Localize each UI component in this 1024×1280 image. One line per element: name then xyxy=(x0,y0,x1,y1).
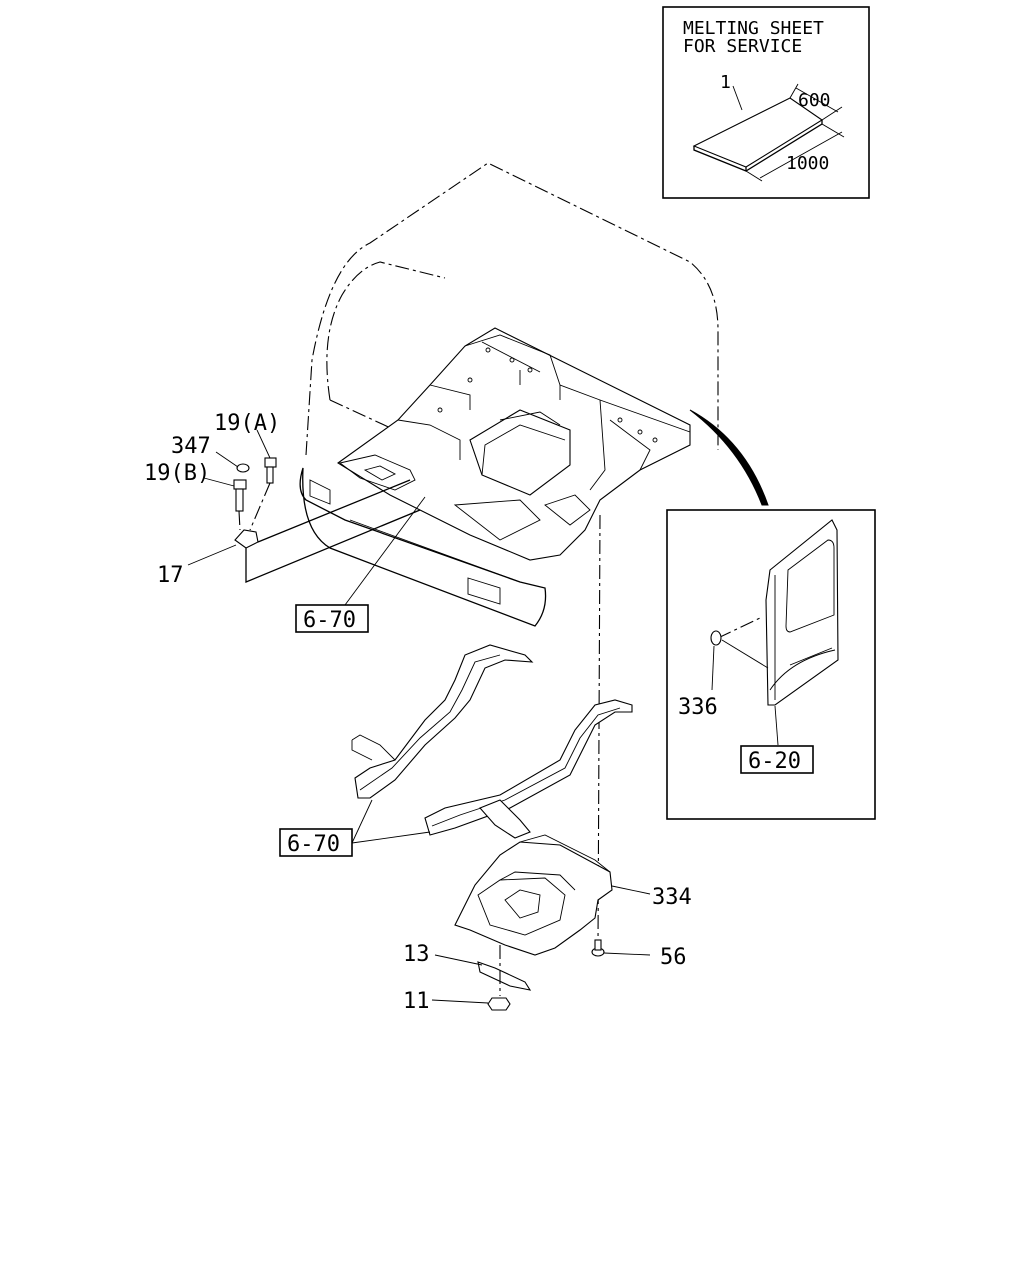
rivet-56 xyxy=(591,939,651,957)
nut-11 xyxy=(431,997,511,1011)
reference-6-70-mid: 6-70 xyxy=(279,828,353,857)
floor-panel xyxy=(337,327,691,561)
callout-56: 56 xyxy=(660,945,687,970)
side-panel-inset xyxy=(666,509,876,820)
callout-19a: 19(A) xyxy=(214,411,280,436)
grommet-336 xyxy=(710,630,722,646)
ref-label-6-70-mid: 6-70 xyxy=(287,832,340,857)
callout-17: 17 xyxy=(157,563,184,588)
callout-334: 334 xyxy=(652,885,692,910)
bracket-17 xyxy=(234,529,259,549)
left-fasteners xyxy=(187,429,421,583)
bracket-13 xyxy=(434,945,532,996)
callout-13: 13 xyxy=(403,942,430,967)
ref-label-6-20: 6-20 xyxy=(748,749,801,774)
reference-6-70-top: 6-70 xyxy=(295,496,426,633)
dimension-600: 600 xyxy=(798,90,831,111)
bolt-19a xyxy=(264,457,277,484)
front-bumper xyxy=(299,467,547,627)
inset-title-line2: FOR SERVICE xyxy=(683,36,802,57)
underfloor-panel-334 xyxy=(454,834,651,956)
dimension-1000: 1000 xyxy=(786,153,829,174)
callout-347: 347 xyxy=(171,434,211,459)
washer-347 xyxy=(236,463,250,473)
callout-11: 11 xyxy=(403,989,430,1014)
bolt-19b xyxy=(233,479,247,512)
reference-6-20: 6-20 xyxy=(740,745,814,774)
ref-label-6-70-top: 6-70 xyxy=(303,608,356,633)
inset-title-line1: MELTING SHEET xyxy=(683,18,824,39)
callout-19b: 19(B) xyxy=(144,461,210,486)
pointer-arrow xyxy=(689,409,769,506)
frame-rails xyxy=(351,644,633,844)
part-label-1: 1 xyxy=(720,72,731,93)
callout-336: 336 xyxy=(678,695,718,720)
melting-sheet-drawing xyxy=(692,83,845,182)
melting-sheet-inset: MELTING SHEET FOR SERVICE 1 600 1000 xyxy=(662,6,870,199)
